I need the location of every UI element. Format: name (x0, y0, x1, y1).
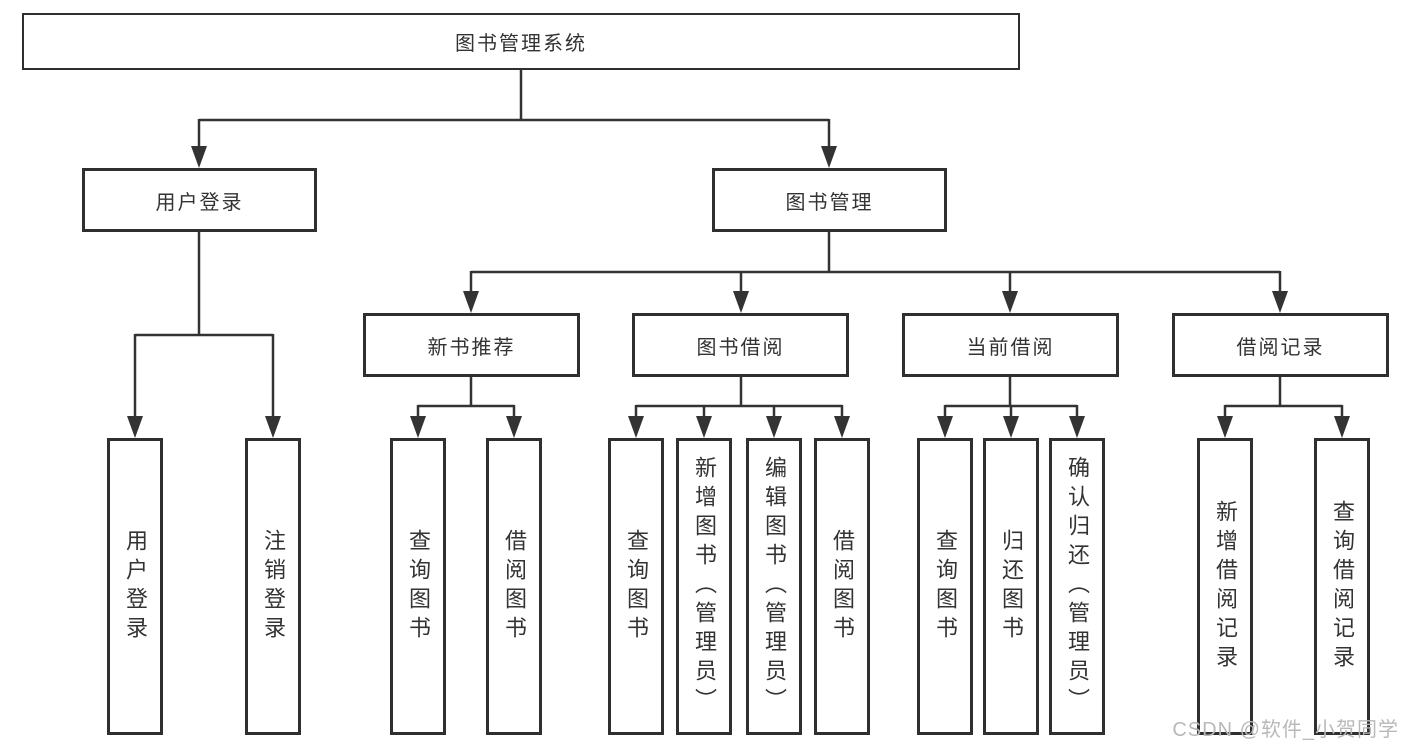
connector-new-book-to-leaves (410, 377, 522, 438)
node-label: 新书推荐 (427, 336, 516, 359)
node-book-management: 图书管理 (712, 168, 947, 232)
arrowhead (1334, 416, 1350, 438)
leaf-return-books: 归还图书 (983, 438, 1039, 735)
arrowhead (628, 416, 644, 438)
arrowhead (1272, 291, 1288, 313)
node-label: 用户登录 (123, 528, 148, 645)
node-current-borrow: 当前借阅 (902, 313, 1119, 377)
connector-borrow-records-to-leaves (1217, 377, 1350, 438)
arrowhead (766, 416, 782, 438)
node-system-root: 图书管理系统 (22, 13, 1020, 70)
node-label: 借阅图书 (830, 528, 855, 645)
node-book-borrow: 图书借阅 (632, 313, 849, 377)
node-label: 查询图书 (406, 528, 431, 645)
node-new-book-recommend: 新书推荐 (363, 313, 580, 377)
leaf-logout: 注销登录 (245, 438, 301, 735)
leaf-user-login: 用户登录 (107, 438, 163, 735)
connector-book-borrow-to-leaves (628, 377, 850, 438)
leaf-query-books-borrow: 查询图书 (608, 438, 664, 735)
leaf-edit-book-admin: 编辑图书（管理员） (746, 438, 802, 735)
leaf-add-book-admin: 新增图书（管理员） (676, 438, 732, 735)
arrowhead (410, 416, 426, 438)
arrowhead (1217, 416, 1233, 438)
arrowhead (821, 146, 837, 168)
node-label: 查询图书 (933, 528, 958, 645)
node-label: 借阅图书 (502, 528, 527, 645)
connector-current-borrow-to-leaves (937, 377, 1085, 438)
node-label: 图书管理 (785, 191, 874, 214)
leaf-borrow-books: 借阅图书 (814, 438, 870, 735)
leaf-confirm-return-admin: 确认归还（管理员） (1049, 438, 1105, 735)
node-label: 借阅记录 (1236, 336, 1325, 359)
arrowhead (1003, 416, 1019, 438)
arrowhead (127, 416, 143, 438)
leaf-query-borrow-record: 查询借阅记录 (1314, 438, 1370, 735)
arrowhead (191, 146, 207, 168)
arrowhead (696, 416, 712, 438)
csdn-watermark: CSDN @软件_小贺同学 (1172, 719, 1399, 741)
arrowhead (506, 416, 522, 438)
arrowhead (1069, 416, 1085, 438)
leaf-query-books-current: 查询图书 (917, 438, 973, 735)
arrowhead (834, 416, 850, 438)
leaf-borrow-books-recommend: 借阅图书 (486, 438, 542, 735)
arrowhead (265, 416, 281, 438)
node-label: 查询图书 (624, 528, 649, 645)
connector-user-login-to-leaves (127, 232, 281, 438)
leaf-add-borrow-record: 新增借阅记录 (1197, 438, 1253, 735)
node-label: 新增图书（管理员） (692, 456, 717, 717)
arrowhead (937, 416, 953, 438)
node-label: 注销登录 (261, 528, 286, 645)
node-label: 归还图书 (999, 528, 1024, 645)
arrowhead (733, 291, 749, 313)
node-user-login: 用户登录 (82, 168, 317, 232)
node-label: 图书管理系统 (455, 33, 587, 55)
node-label: 用户登录 (155, 191, 244, 214)
connector-root-to-branches (191, 70, 837, 168)
node-borrow-records: 借阅记录 (1172, 313, 1389, 377)
node-label: 确认归还（管理员） (1065, 456, 1090, 717)
node-label: 新增借阅记录 (1213, 499, 1238, 674)
connector-book-management-to-modules (463, 232, 1288, 313)
node-label: 编辑图书（管理员） (762, 456, 787, 717)
arrowhead (463, 291, 479, 313)
node-label: 图书借阅 (696, 336, 785, 359)
leaf-query-books-recommend: 查询图书 (390, 438, 446, 735)
node-label: 查询借阅记录 (1330, 499, 1355, 674)
node-label: 当前借阅 (966, 336, 1055, 359)
arrowhead (1002, 291, 1018, 313)
